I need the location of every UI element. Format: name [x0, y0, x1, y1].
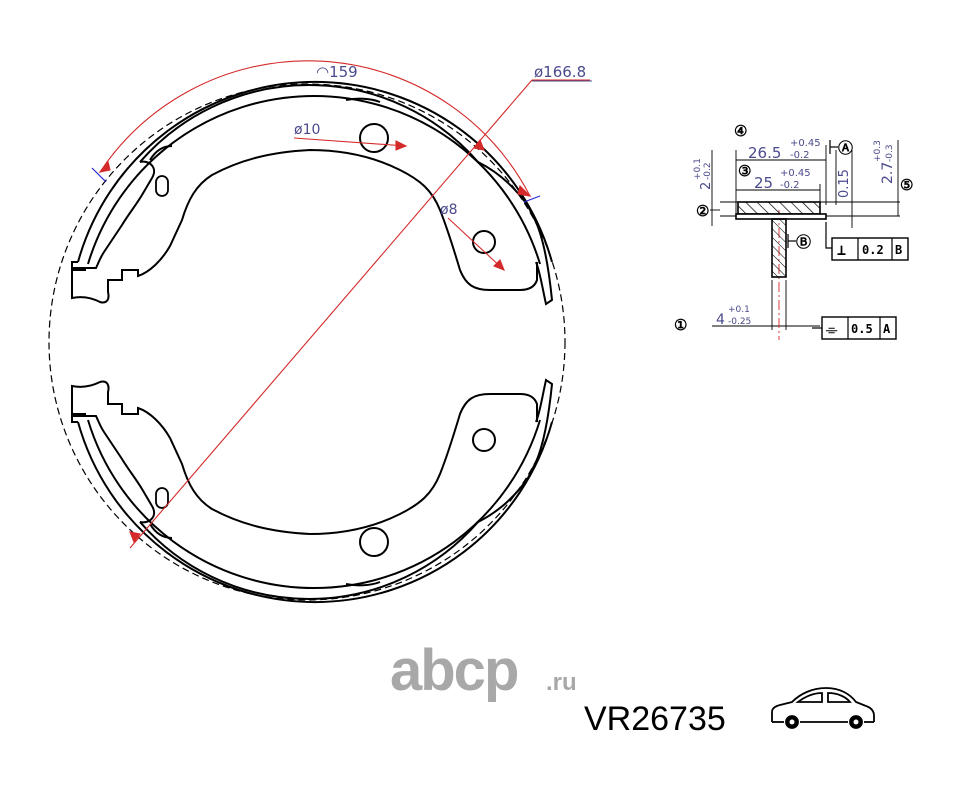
upper-hole-small [472, 230, 496, 254]
outer-width-dim: 26.5 +0.45 -0.2 [748, 138, 821, 162]
lower-left-slot [155, 487, 169, 509]
upper-shoe-left-end [71, 261, 86, 271]
arc-length-dimension [99, 60, 531, 197]
lining-thickness-dim: 2 +0.1 -0.2 [693, 158, 714, 190]
dimension-lines [98, 60, 590, 549]
inner-width-tol-lower: -0.2 [780, 180, 800, 191]
total-thickness-value: 2.7 [880, 162, 896, 184]
total-thickness-dim: 2.7 +0.3 -0.3 [873, 140, 896, 184]
diameter-outer-label: ø166.8 [534, 63, 586, 81]
lining-tol-lower: -0.2 [703, 162, 713, 180]
callout-5: ⑤ [900, 176, 913, 194]
perpendicularity-frame: ⊥ 0.2 B [825, 222, 909, 261]
brake-shoe-assembly: ◠159 ø166.8 ø10 ø8 [48, 60, 592, 603]
arc-length-label: ◠159 [316, 63, 358, 81]
upper-shoe [71, 81, 554, 306]
arc-arrow-right [517, 184, 532, 197]
hole-small-leader [447, 217, 505, 271]
hole-large-leader [293, 137, 407, 147]
inner-width-dim: 25 +0.45 -0.2 [754, 168, 811, 192]
diameter-dimension [129, 79, 533, 549]
car-icon [771, 687, 875, 729]
lower-hole-large [359, 527, 389, 557]
hole-large-label: ø10 [294, 122, 320, 138]
arc-tick-left [91, 167, 107, 183]
hole-small-label: ø8 [440, 202, 457, 218]
part-number: VR26735 [584, 700, 726, 738]
lining-tol-upper: +0.1 [693, 158, 703, 180]
upper-pad-top [345, 97, 381, 103]
outer-width-value: 26.5 [748, 144, 781, 162]
callout-3: ③ [738, 162, 751, 180]
web-tol-upper: +0.1 [728, 305, 750, 315]
brand-logo: abcp .ru [390, 638, 577, 703]
outer-width-tol-upper: +0.45 [790, 138, 821, 149]
sym-ref: A [883, 322, 891, 336]
upper-rim-inner [139, 84, 479, 163]
web-thickness-dim: 4 +0.1 -0.25 [716, 305, 751, 328]
datum-b-label: Ⓑ [796, 233, 811, 251]
arc-tick-right [523, 195, 541, 203]
diameter-arrow-bottom [129, 531, 141, 544]
sym-symbol: ⌯ [826, 322, 838, 338]
sym-value: 0.5 [851, 322, 873, 336]
lower-hole-small [472, 428, 496, 452]
gap-value: 0.15 [837, 169, 852, 198]
web-section [771, 218, 787, 278]
web-tol-lower: -0.25 [728, 317, 751, 327]
section-dim-lines [710, 140, 900, 330]
diameter-arrow-top [473, 138, 485, 151]
perp-symbol: ⊥ [837, 241, 846, 259]
outer-width-tol-lower: -0.2 [790, 150, 810, 161]
upper-lining-outer [77, 81, 553, 263]
upper-shoe-web [71, 148, 538, 304]
callout-1: ① [674, 316, 687, 334]
perp-ref: B [895, 243, 902, 257]
inner-width-tol-upper: +0.45 [780, 168, 811, 179]
callout-2: ② [696, 202, 709, 220]
lining-thickness-value: 2 [699, 182, 714, 190]
lining-section [737, 201, 821, 215]
upper-shoe-right-end [477, 161, 554, 306]
upper-pad-left [149, 145, 173, 161]
drum-outline [48, 83, 566, 601]
upper-left-slot [155, 175, 169, 197]
web-thickness-value: 4 [716, 312, 725, 328]
perp-value: 0.2 [862, 243, 884, 257]
arc-arrow-left [98, 160, 111, 173]
upper-lining-inner [87, 94, 541, 265]
total-tol-upper: +0.3 [873, 140, 883, 162]
datum-a-label: Ⓐ [838, 139, 853, 157]
logo-text: abcp [390, 638, 518, 703]
logo-suffix: .ru [546, 669, 577, 696]
upper-hole-large [359, 123, 389, 153]
hole-large-arrow [395, 140, 408, 151]
hole-small-arrow [493, 259, 505, 271]
symmetry-frame: ⌯ 0.5 A [812, 316, 897, 340]
lower-shoe [71, 378, 554, 603]
gap-dim: 0.15 [837, 169, 852, 198]
total-tol-lower: -0.3 [885, 144, 895, 162]
callout-4: ④ [734, 122, 747, 140]
inner-width-value: 25 [754, 174, 773, 192]
section-detail: ④ ③ ② ⑤ ① [674, 122, 913, 340]
